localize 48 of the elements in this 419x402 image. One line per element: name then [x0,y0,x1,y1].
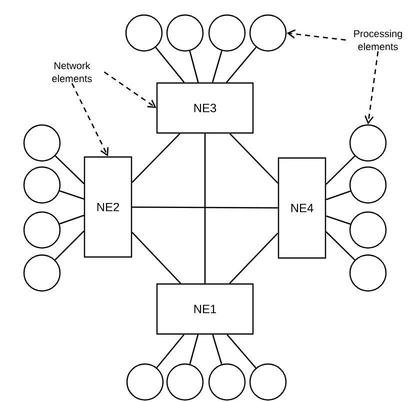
connection-line [226,46,257,83]
processing-element-circle [249,363,287,401]
network-element-box: NE1 [156,283,254,335]
connection-line [212,50,222,83]
connection-line [189,334,199,364]
callout-label: Processing elements [354,30,402,50]
connection-line [132,206,278,209]
connection-line [229,232,278,284]
processing-element-circle [166,14,204,52]
processing-element-circle [23,166,61,204]
connection-line [54,230,84,260]
leader-line [286,29,346,41]
processing-element-circle [208,363,246,401]
connection-line [226,334,256,368]
connection-line [155,47,185,83]
leader-line [364,51,379,124]
leader-line [71,83,109,156]
connection-line [326,215,351,225]
processing-element-circle [349,124,387,162]
connection-line [156,334,184,368]
connection-line [132,133,180,183]
connection-line [326,231,356,260]
processing-element-circle [249,14,287,52]
connection-line [59,214,84,224]
processing-element-circle [126,363,164,401]
processing-element-circle [23,254,61,292]
processing-element-circle [23,124,61,162]
connection-line [189,50,199,83]
connection-line [229,133,278,184]
connection-line [326,190,351,200]
processing-element-circle [349,166,387,204]
leader-line [104,71,156,108]
processing-element-circle [23,211,61,249]
processing-element-circle [208,14,246,52]
processing-element-circle [125,14,163,52]
callout-label: Network elements [52,62,92,82]
connection-line [204,134,206,284]
connection-line [54,155,84,184]
processing-element-circle [166,363,204,401]
connection-line [59,190,84,200]
connection-line [212,334,222,364]
processing-element-circle [349,211,387,249]
processing-element-circle [349,254,387,292]
connection-line [326,156,356,185]
network-element-box: NE4 [278,157,326,259]
network-element-box: NE2 [84,156,132,258]
network-element-box: NE3 [156,82,254,134]
connection-line [132,232,182,284]
